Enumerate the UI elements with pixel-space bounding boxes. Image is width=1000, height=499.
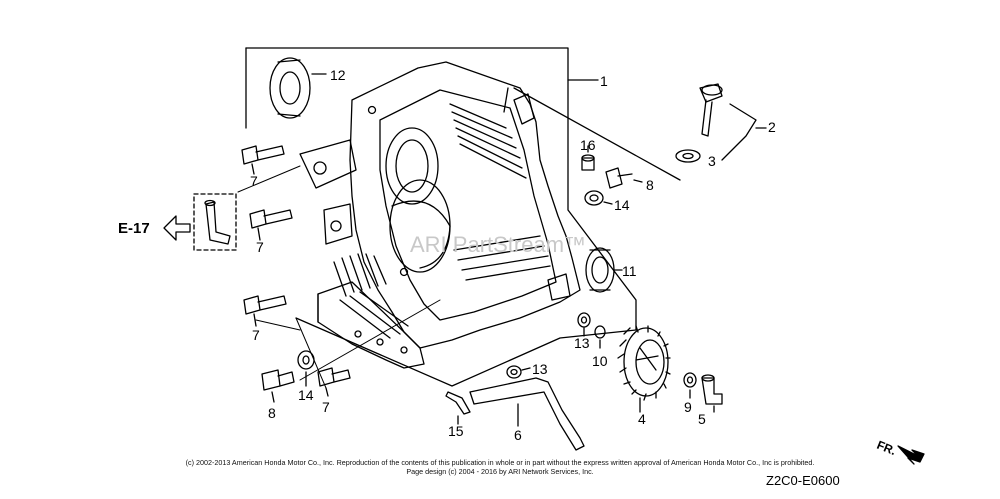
washer-9 — [683, 372, 697, 399]
bolt-7-upper-left — [241, 145, 285, 175]
callout-8b: 8 — [268, 405, 276, 421]
oil-filler-cap-2 — [699, 83, 767, 161]
callout-2: 2 — [768, 119, 776, 135]
callout-7d: 7 — [322, 399, 330, 415]
section-reference-label[interactable]: E-17 — [118, 220, 150, 237]
washer-13-center — [506, 365, 531, 379]
callout-4: 4 — [638, 411, 646, 427]
leader-lines — [237, 165, 441, 389]
washer-14-bottom — [297, 350, 315, 387]
watermark: ARI PartStream™ — [410, 232, 586, 257]
bolt-7-mid-left — [249, 209, 293, 241]
assembly-bracket-1 — [245, 47, 637, 387]
copyright-line-1: (c) 2002-2013 American Honda Motor Co., … — [185, 458, 815, 467]
callout-15: 15 — [448, 423, 464, 439]
callout-3: 3 — [708, 153, 716, 169]
diagram-code: Z2C0-E0600 — [766, 473, 840, 488]
callout-6: 6 — [514, 427, 522, 443]
flange-bolt-8-bottom — [261, 369, 295, 403]
direction-arrow-left — [163, 215, 191, 241]
callout-16: 16 — [580, 137, 596, 153]
washer-10 — [594, 325, 606, 349]
leader-1-tip — [503, 87, 509, 113]
oil-seal-12 — [269, 57, 327, 119]
bolt-7-lower-left — [243, 295, 287, 327]
bearing-11 — [585, 247, 623, 293]
callout-14b: 14 — [614, 197, 630, 213]
o-ring-3 — [675, 149, 701, 163]
dowel-pin-16 — [581, 145, 595, 171]
callout-9: 9 — [684, 399, 692, 415]
governor-rod-6 — [469, 377, 585, 451]
callout-7b: 7 — [256, 239, 264, 255]
washer-13-right — [577, 312, 591, 337]
bolt-7-bottom — [317, 367, 351, 397]
callout-11: 11 — [622, 263, 637, 279]
callout-10: 10 — [592, 353, 608, 369]
gear-shaft-5 — [701, 374, 723, 413]
callout-12: 12 — [330, 67, 346, 83]
front-direction-label: FR. — [875, 438, 898, 458]
governor-gear-4 — [617, 325, 671, 413]
callout-7c: 7 — [252, 327, 260, 343]
front-direction-arrow — [897, 445, 925, 465]
callout-14a: 14 — [298, 387, 314, 403]
callout-5: 5 — [698, 411, 706, 427]
callout-7a: 7 — [250, 173, 258, 189]
callout-13b: 13 — [574, 335, 590, 351]
breather-tube-reference — [193, 193, 237, 251]
clip-15 — [445, 391, 471, 425]
callout-13a: 13 — [532, 361, 548, 377]
washer-14-right — [584, 190, 613, 206]
leader-box-right — [513, 87, 681, 181]
callout-1: 1 — [600, 73, 608, 89]
copyright-line-2: Page design (c) 2004 - 2016 by ARI Netwo… — [406, 467, 594, 476]
crankcase-body — [299, 61, 581, 369]
callout-8a: 8 — [646, 177, 654, 193]
flange-bolt-8-right — [605, 167, 643, 189]
